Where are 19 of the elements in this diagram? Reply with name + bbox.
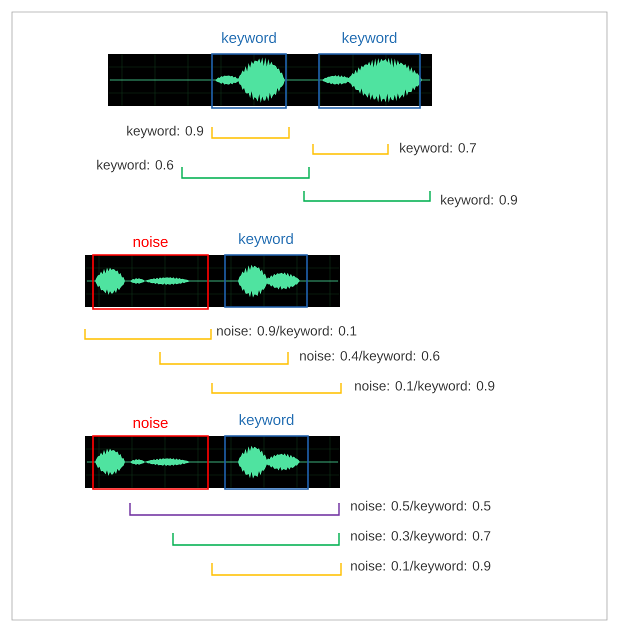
score-label: noise: 0.1/keyword: 0.9 (351, 560, 490, 574)
waveform-drawing (108, 54, 432, 106)
box-heading: keyword (342, 32, 396, 46)
box-heading: keyword (239, 233, 293, 247)
box-heading: noise (134, 417, 168, 428)
box-heading: keyword (240, 414, 294, 428)
waveform-drawing (84, 254, 340, 308)
score-label: keyword: 0.9 (441, 194, 518, 208)
box-heading: noise (134, 236, 168, 247)
score-label: noise: 0.3/keyword: 0.7 (351, 530, 490, 544)
score-label: noise: 0.4/keyword: 0.6 (300, 350, 440, 364)
waveform-drawing (84, 436, 340, 488)
box-heading: keyword (222, 32, 276, 46)
score-label: noise: 0.5/keyword: 0.5 (351, 500, 490, 514)
score-label: keyword: 0.6 (97, 160, 174, 172)
score-label: keyword: 0.7 (400, 142, 476, 156)
score-label: noise: 0.9/keyword: 0.1 (217, 326, 356, 338)
score-label: noise: 0.1/keyword: 0.9 (355, 380, 494, 394)
score-label: keyword: 0.9 (127, 126, 204, 138)
